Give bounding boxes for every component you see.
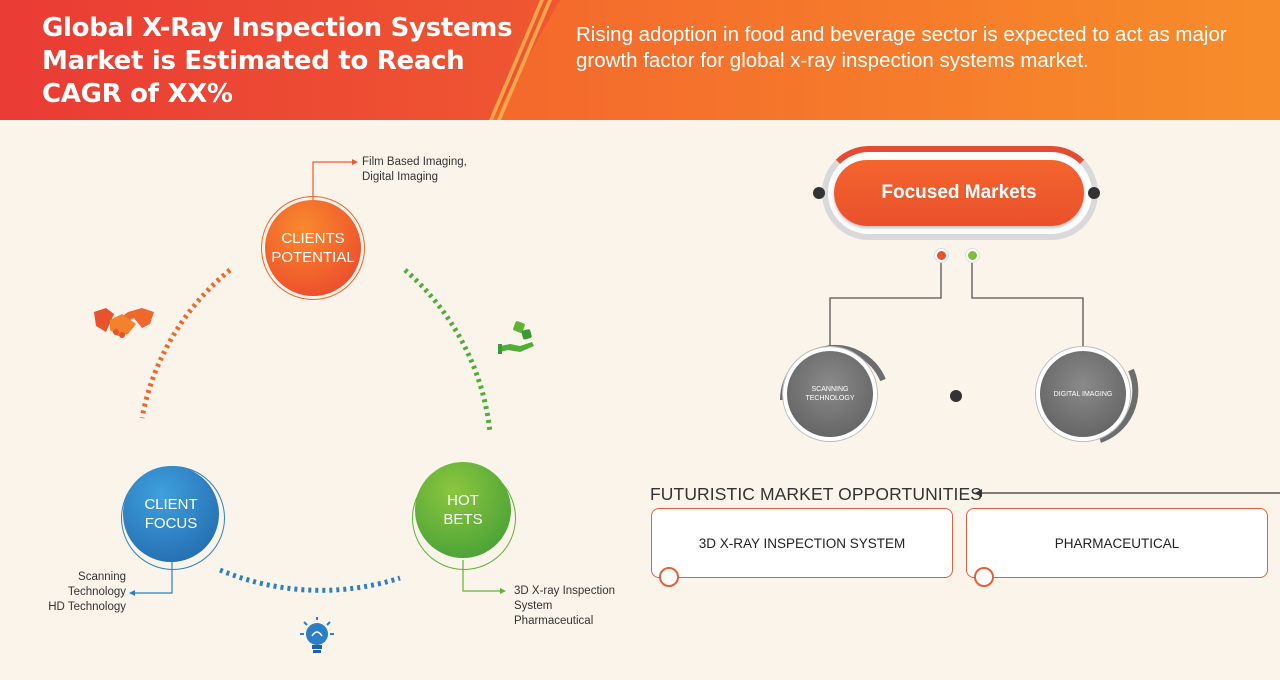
frame-dot-right [1088,187,1100,199]
clients-potential-note: Film Based Imaging, Digital Imaging [362,156,467,183]
opportunities-title: FUTURISTIC MARKET OPPORTUNITIES [650,484,983,504]
opportunity-label: PHARMACEUTICAL [1054,535,1180,551]
focused-market-digital-imaging: DIGITAL IMAGING [1036,347,1130,441]
headline: Global X-Ray Inspection Systems Market i… [42,13,513,109]
dice-hand-icon [498,321,534,354]
header-banner: Global X-Ray Inspection Systems Market i… [0,0,1280,120]
hot-bets-note: 3D X-ray Inspection System Pharmaceutica… [514,585,615,627]
lightbulb-icon [300,617,334,653]
clients-potential-ring [261,196,365,300]
hot-bets-callout [462,560,500,592]
frame-dot-left [813,187,825,199]
focused-markets-title: Focused Markets [834,160,1084,226]
opportunity-knob [974,567,994,587]
client-focus-node: CLIENT FOCUS [123,466,219,562]
handshake-icon [94,308,154,338]
client-focus-note: Scanning Technology HD Technology [48,571,126,613]
tree-line-right [971,256,1084,346]
arc-green [403,268,493,433]
center-dot [950,390,962,402]
clients-potential-callout [312,161,352,200]
hot-bets-node: HOT BETS [415,462,511,558]
focused-market-scanning-technology: SCANNING TECHNOLOGY [783,347,877,441]
opportunity-card-3d-xray: 3D X-RAY INSPECTION SYSTEM [651,508,953,578]
arc-orange [139,268,232,419]
tree-dot-green [966,249,979,262]
header-subtitle: Rising adoption in food and beverage sec… [576,23,1227,72]
client-focus-callout [135,560,173,594]
headline-band [0,0,560,120]
tree-line-left [829,256,942,346]
opportunity-knob [659,567,679,587]
clients-potential-node: CLIENTS POTENTIAL [265,200,361,296]
tree-dot-orange [935,249,948,262]
opportunity-label: 3D X-RAY INSPECTION SYSTEM [698,535,906,551]
arc-blue [219,567,401,593]
opportunity-card-pharmaceutical: PHARMACEUTICAL [966,508,1268,578]
